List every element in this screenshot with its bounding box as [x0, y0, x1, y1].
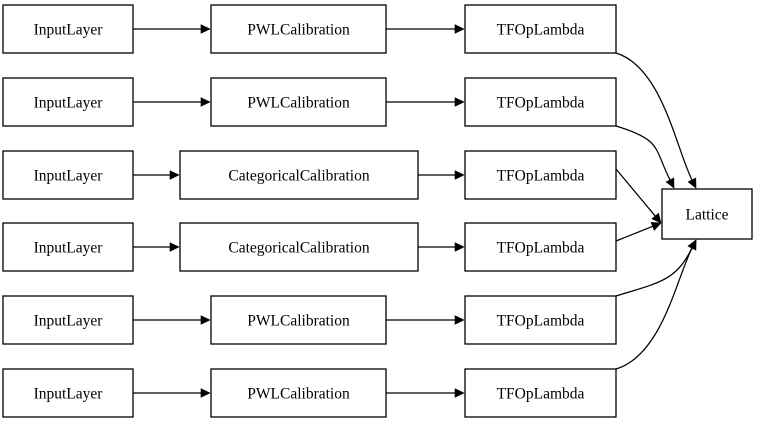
node-label-input-2: InputLayer: [34, 95, 104, 112]
node-label-calib-5: PWLCalibration: [247, 313, 350, 330]
node-input-5[interactable]: InputLayer: [2, 295, 134, 345]
node-box-calib-3[interactable]: [179, 150, 419, 200]
node-label-op-2: TFOpLambda: [497, 95, 585, 112]
node-lattice[interactable]: Lattice: [661, 188, 753, 240]
node-input-2[interactable]: InputLayer: [2, 77, 134, 127]
edge-input-2-to-calib-2: [133, 97, 211, 107]
node-box-op-6[interactable]: [464, 368, 617, 418]
arrowhead-icon: [665, 177, 675, 189]
arrowhead-icon: [169, 242, 180, 252]
node-box-input-5[interactable]: [2, 295, 134, 345]
node-input-4[interactable]: InputLayer: [2, 222, 134, 272]
edge-calib-1-to-op-1: [386, 24, 465, 34]
node-box-input-2[interactable]: [2, 77, 134, 127]
node-box-input-1[interactable]: [2, 4, 134, 54]
edge-calib-4-to-op-4: [418, 242, 465, 252]
node-calib-3[interactable]: CategoricalCalibration: [179, 150, 419, 200]
arrowhead-icon: [200, 388, 211, 398]
node-op-1[interactable]: TFOpLambda: [464, 4, 617, 54]
node-box-input-4[interactable]: [2, 222, 134, 272]
arrowhead-icon: [200, 24, 211, 34]
node-box-calib-2[interactable]: [210, 77, 387, 127]
edge-input-1-to-calib-1: [133, 24, 211, 34]
node-box-op-4[interactable]: [464, 222, 617, 272]
node-calib-5[interactable]: PWLCalibration: [210, 295, 387, 345]
node-input-3[interactable]: InputLayer: [2, 150, 134, 200]
node-label-input-1: InputLayer: [34, 22, 104, 39]
edge-calib-2-to-op-2: [386, 97, 465, 107]
node-op-3[interactable]: TFOpLambda: [464, 150, 617, 200]
node-box-calib-6[interactable]: [210, 368, 387, 418]
node-label-lattice: Lattice: [685, 207, 728, 224]
node-layer: InputLayerInputLayerInputLayerInputLayer…: [2, 4, 753, 418]
node-label-input-4: InputLayer: [34, 240, 104, 257]
arrowhead-icon: [200, 97, 211, 107]
node-label-calib-2: PWLCalibration: [247, 95, 350, 112]
node-box-calib-1[interactable]: [210, 4, 387, 54]
node-calib-6[interactable]: PWLCalibration: [210, 368, 387, 418]
arrowhead-icon: [454, 242, 465, 252]
edge-input-4-to-calib-4: [133, 242, 180, 252]
arrowhead-icon: [651, 212, 662, 224]
node-label-op-4: TFOpLambda: [497, 240, 585, 257]
node-box-op-5[interactable]: [464, 295, 617, 345]
edge-calib-3-to-op-3: [418, 170, 465, 180]
node-op-6[interactable]: TFOpLambda: [464, 368, 617, 418]
node-calib-2[interactable]: PWLCalibration: [210, 77, 387, 127]
node-box-op-2[interactable]: [464, 77, 617, 127]
node-label-op-6: TFOpLambda: [497, 386, 585, 403]
node-input-6[interactable]: InputLayer: [2, 368, 134, 418]
arrowhead-icon: [200, 315, 211, 325]
node-op-4[interactable]: TFOpLambda: [464, 222, 617, 272]
node-op-5[interactable]: TFOpLambda: [464, 295, 617, 345]
node-box-input-3[interactable]: [2, 150, 134, 200]
edge-op-2-to-lattice: [615, 125, 675, 189]
node-calib-4[interactable]: CategoricalCalibration: [179, 222, 419, 272]
node-box-calib-4[interactable]: [179, 222, 419, 272]
arrowhead-icon: [454, 24, 465, 34]
edge-input-6-to-calib-6: [133, 388, 211, 398]
node-label-input-3: InputLayer: [34, 168, 104, 185]
node-label-op-1: TFOpLambda: [497, 22, 585, 39]
edge-calib-5-to-op-5: [386, 315, 465, 325]
node-box-calib-5[interactable]: [210, 295, 387, 345]
node-label-calib-4: CategoricalCalibration: [228, 240, 369, 257]
arrowhead-icon: [454, 97, 465, 107]
edge-op-1-to-lattice: [615, 52, 697, 189]
arrowhead-icon: [454, 388, 465, 398]
node-label-calib-6: PWLCalibration: [247, 386, 350, 403]
node-label-op-5: TFOpLambda: [497, 313, 585, 330]
node-op-2[interactable]: TFOpLambda: [464, 77, 617, 127]
arrowhead-icon: [687, 239, 697, 251]
node-label-input-6: InputLayer: [34, 386, 104, 403]
arrowhead-icon: [454, 315, 465, 325]
edge-op-4-to-lattice: [615, 222, 662, 242]
node-label-calib-3: CategoricalCalibration: [228, 168, 369, 185]
arrowhead-icon: [687, 177, 697, 189]
node-label-calib-1: PWLCalibration: [247, 22, 350, 39]
node-calib-1[interactable]: PWLCalibration: [210, 4, 387, 54]
node-box-op-3[interactable]: [464, 150, 617, 200]
node-input-1[interactable]: InputLayer: [2, 4, 134, 54]
arrowhead-icon: [454, 170, 465, 180]
arrowhead-icon: [169, 170, 180, 180]
node-box-op-1[interactable]: [464, 4, 617, 54]
node-box-input-6[interactable]: [2, 368, 134, 418]
node-box-lattice[interactable]: [661, 188, 753, 240]
edge-input-3-to-calib-3: [133, 170, 180, 180]
edge-op-6-to-lattice: [615, 239, 697, 370]
edge-calib-6-to-op-6: [386, 388, 465, 398]
edge-input-5-to-calib-5: [133, 315, 211, 325]
node-label-input-5: InputLayer: [34, 313, 104, 330]
node-label-op-3: TFOpLambda: [497, 168, 585, 185]
edge-layer: [133, 24, 697, 398]
arrowhead-icon: [650, 222, 662, 231]
edge-op-3-to-lattice: [615, 168, 662, 224]
